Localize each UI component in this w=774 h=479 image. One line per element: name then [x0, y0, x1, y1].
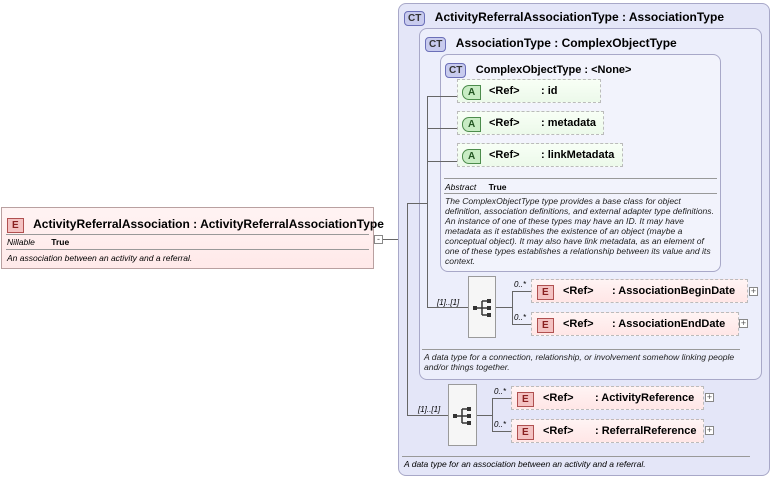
element-association-end-date[interactable]: E <Ref> : AssociationEndDate	[531, 312, 739, 336]
connector	[427, 96, 428, 164]
complex-type-icon: CT	[445, 63, 467, 78]
connector	[512, 324, 531, 325]
ct-middle-header: CT AssociationType : ComplexObjectType	[425, 34, 677, 52]
attribute-ref: <Ref>	[489, 149, 520, 161]
divider	[6, 234, 369, 235]
sequence-icon	[453, 407, 471, 425]
divider	[6, 249, 369, 250]
connector	[512, 291, 513, 324]
sequence-cardinality: [1]..[1]	[437, 298, 460, 307]
element-ref: <Ref>	[563, 318, 594, 330]
ct-outer-doc: A data type for an association between a…	[404, 459, 646, 469]
ct-inner-doc: The ComplexObjectType type provides a ba…	[445, 196, 714, 266]
attribute-name: : metadata	[541, 117, 597, 129]
connector	[492, 398, 493, 431]
ct-inner-title: ComplexObjectType : <None>	[475, 64, 632, 76]
abstract-value: True	[488, 182, 507, 192]
element-cardinality: 0..*	[514, 280, 527, 289]
nillable-row: Nillable True	[7, 237, 69, 247]
expand-icon[interactable]: +	[705, 392, 714, 402]
element-ref: <Ref>	[563, 285, 594, 297]
complex-type-icon: CT	[404, 11, 426, 26]
connector	[427, 96, 457, 97]
abstract-row: Abstract True	[445, 182, 507, 192]
element-icon: E	[537, 285, 554, 300]
element-name: : ActivityReference	[595, 392, 695, 404]
element-association-begin-date[interactable]: E <Ref> : AssociationBeginDate	[531, 279, 748, 303]
root-doc: An association between an activity and a…	[7, 253, 193, 263]
connector	[407, 203, 408, 415]
element-icon: E	[517, 392, 534, 407]
root-element-title: ActivityReferralAssociation : ActivityRe…	[33, 217, 384, 231]
element-cardinality: 0..*	[494, 387, 507, 396]
attribute-id[interactable]: A <Ref> : id	[457, 79, 601, 103]
element-ref: <Ref>	[543, 392, 574, 404]
element-name: : ReferralReference	[595, 425, 697, 437]
attribute-icon: A	[462, 117, 482, 132]
attribute-ref: <Ref>	[489, 117, 520, 129]
element-icon: E	[7, 218, 24, 233]
attribute-icon: A	[462, 149, 482, 164]
sequence-compositor-icon[interactable]	[468, 276, 496, 338]
connector	[407, 203, 427, 204]
element-activity-reference[interactable]: E <Ref> : ActivityReference	[511, 386, 704, 410]
sequence-cardinality: [1]..[1]	[418, 405, 441, 414]
element-icon: E	[537, 318, 554, 333]
root-element-header: E ActivityReferralAssociation : Activity…	[7, 215, 384, 233]
attribute-linkmetadata[interactable]: A <Ref> : linkMetadata	[457, 143, 623, 167]
connector	[427, 164, 428, 307]
expand-icon[interactable]: +	[739, 318, 748, 328]
attribute-name: : id	[541, 85, 558, 97]
element-ref: <Ref>	[543, 425, 574, 437]
sequence-icon	[473, 299, 491, 317]
expand-toggle-icon[interactable]: -	[374, 235, 383, 244]
connector	[383, 239, 407, 240]
ct-middle-title: AssociationType : ComplexObjectType	[455, 36, 677, 50]
connector	[477, 415, 492, 416]
attribute-icon: A	[462, 85, 482, 100]
element-referral-reference[interactable]: E <Ref> : ReferralReference	[511, 419, 704, 443]
complex-type-icon: CT	[425, 37, 447, 52]
connector	[427, 128, 457, 129]
expand-icon[interactable]: +	[705, 425, 714, 435]
attribute-name: : linkMetadata	[541, 149, 615, 161]
element-cardinality: 0..*	[494, 420, 507, 429]
attribute-ref: <Ref>	[489, 85, 520, 97]
abstract-label: Abstract	[445, 182, 477, 192]
connector	[492, 431, 511, 432]
ct-middle-doc: A data type for a connection, relationsh…	[424, 352, 735, 372]
element-name: : AssociationEndDate	[612, 318, 726, 330]
nillable-value: True	[51, 237, 70, 247]
element-icon: E	[517, 425, 534, 440]
attribute-metadata[interactable]: A <Ref> : metadata	[457, 111, 604, 135]
nillable-label: Nillable	[7, 237, 35, 247]
element-name: : AssociationBeginDate	[612, 285, 736, 297]
sequence-compositor-icon[interactable]	[448, 384, 477, 446]
element-cardinality: 0..*	[514, 313, 527, 322]
connector	[512, 291, 531, 292]
connector	[407, 415, 448, 416]
ct-outer-title: ActivityReferralAssociationType : Associ…	[434, 10, 724, 24]
connector	[427, 307, 468, 308]
root-element-box[interactable]: E ActivityReferralAssociation : Activity…	[1, 207, 384, 269]
divider	[444, 193, 717, 194]
ct-inner-header: CT ComplexObjectType : <None>	[445, 60, 631, 78]
divider	[444, 178, 717, 179]
connector	[496, 307, 512, 308]
divider	[402, 456, 750, 457]
expand-icon[interactable]: +	[749, 286, 758, 296]
connector	[427, 161, 457, 162]
ct-outer-header: CT ActivityReferralAssociationType : Ass…	[404, 8, 724, 26]
divider	[422, 349, 740, 350]
connector	[492, 398, 511, 399]
